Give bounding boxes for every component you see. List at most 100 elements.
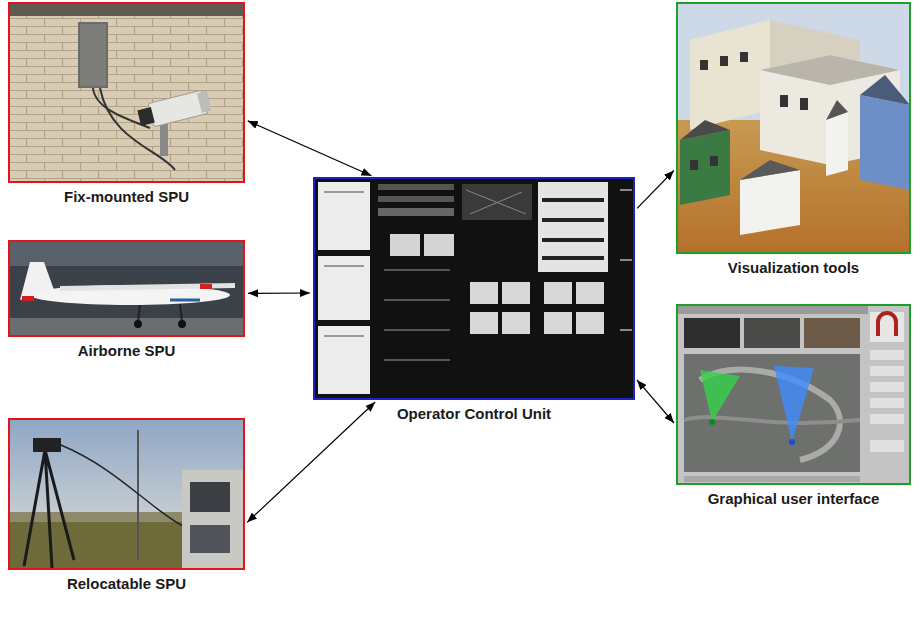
3d-town-picture xyxy=(676,2,911,254)
illustration-part xyxy=(170,299,200,302)
illustration-part xyxy=(190,525,230,553)
wall-camera-photo xyxy=(8,2,245,183)
illustration-part xyxy=(324,192,364,336)
illustration-part xyxy=(700,370,840,460)
illustration-part xyxy=(390,234,420,256)
caption: Relocatable SPU xyxy=(67,575,186,593)
illustration-part xyxy=(826,112,848,176)
illustration-part xyxy=(680,130,730,205)
illustration-part xyxy=(680,120,730,140)
illustration-part xyxy=(61,445,190,530)
tripod-photo xyxy=(8,418,245,570)
illustration-part xyxy=(690,20,770,130)
control-rack-photo xyxy=(313,177,635,400)
illustration-part xyxy=(860,75,910,105)
illustration-part xyxy=(22,296,34,301)
caption: Airborne SPU xyxy=(78,342,176,360)
illustration-part xyxy=(676,304,911,485)
illustration-part xyxy=(678,306,868,314)
illustration-part xyxy=(33,438,61,452)
illustration-part xyxy=(197,91,212,113)
illustration-part xyxy=(860,95,910,190)
photo-frame: Visualization tools xyxy=(676,2,911,254)
illustration-part xyxy=(576,282,604,304)
illustration-part xyxy=(740,160,800,180)
illustration-part xyxy=(502,312,530,334)
photo-frame: Graphical user interface xyxy=(676,304,911,485)
photo-frame: Relocatable SPU xyxy=(8,418,245,570)
illustration-part xyxy=(870,414,904,424)
illustration-part xyxy=(544,282,572,304)
illustration-part xyxy=(538,182,608,272)
illustration-part xyxy=(870,366,904,376)
illustration-part xyxy=(8,2,245,183)
illustration-part xyxy=(870,350,904,360)
photo-frame: Airborne SPU xyxy=(8,240,245,337)
illustration-part xyxy=(684,354,860,472)
illustration-part xyxy=(789,439,795,445)
illustration-part xyxy=(826,100,848,120)
illustration-part xyxy=(576,312,604,334)
gui-screenshot xyxy=(676,304,911,485)
illustration-part xyxy=(870,398,904,408)
illustration-part xyxy=(424,234,454,256)
illustration-part xyxy=(774,366,814,442)
caption: Operator Control Unit xyxy=(397,405,551,423)
illustration-part xyxy=(804,318,860,348)
illustration-part xyxy=(462,184,532,220)
illustration-part xyxy=(470,282,498,304)
illustration-part xyxy=(870,382,904,392)
illustration-part xyxy=(8,418,245,570)
connector-arrow xyxy=(248,121,372,176)
illustration-part xyxy=(684,476,860,482)
illustration-part xyxy=(684,318,740,348)
illustration-part xyxy=(80,24,106,86)
illustration-part xyxy=(378,208,454,216)
illustration-part xyxy=(8,240,245,337)
illustration-part xyxy=(466,190,526,214)
illustration-part xyxy=(178,320,186,328)
illustration-part xyxy=(470,312,498,334)
illustration-part xyxy=(620,190,632,330)
illustration-part xyxy=(378,196,454,202)
connector-arrow xyxy=(637,170,674,208)
caption: Graphical user interface xyxy=(708,490,880,508)
photo-frame: Operator Control Unit xyxy=(313,177,635,400)
illustration-part xyxy=(136,89,212,130)
illustration-part xyxy=(8,2,245,16)
caption: Visualization tools xyxy=(728,259,859,277)
illustration-part xyxy=(870,312,904,342)
illustration-part xyxy=(24,450,74,568)
illustration-part xyxy=(60,283,235,291)
illustration-part xyxy=(137,107,154,126)
illustration-part xyxy=(709,419,715,425)
illustration-part xyxy=(190,482,230,512)
caption: Fix-mounted SPU xyxy=(64,188,189,206)
illustration-part xyxy=(544,312,572,334)
illustration-part xyxy=(200,284,212,289)
connector-arrow xyxy=(248,292,310,294)
illustration-part xyxy=(878,313,896,336)
illustration-part xyxy=(740,170,800,235)
illustration-part xyxy=(676,2,911,254)
illustration-part xyxy=(78,22,108,88)
connector-arrow xyxy=(247,402,375,522)
illustration-part xyxy=(378,184,454,190)
illustration-part xyxy=(744,318,800,348)
illustration-part xyxy=(138,304,182,322)
illustration-part xyxy=(542,200,604,258)
illustration-part xyxy=(182,470,245,570)
illustration-part xyxy=(384,270,450,360)
illustration-part xyxy=(502,282,530,304)
illustration-part xyxy=(700,370,740,422)
illustration-part xyxy=(690,52,808,170)
connector-arrow xyxy=(637,380,674,423)
illustration-part xyxy=(870,440,904,452)
illustration-part xyxy=(134,320,142,328)
illustration-part xyxy=(8,318,245,337)
illustration-part xyxy=(313,177,635,400)
aircraft-photo xyxy=(8,240,245,337)
